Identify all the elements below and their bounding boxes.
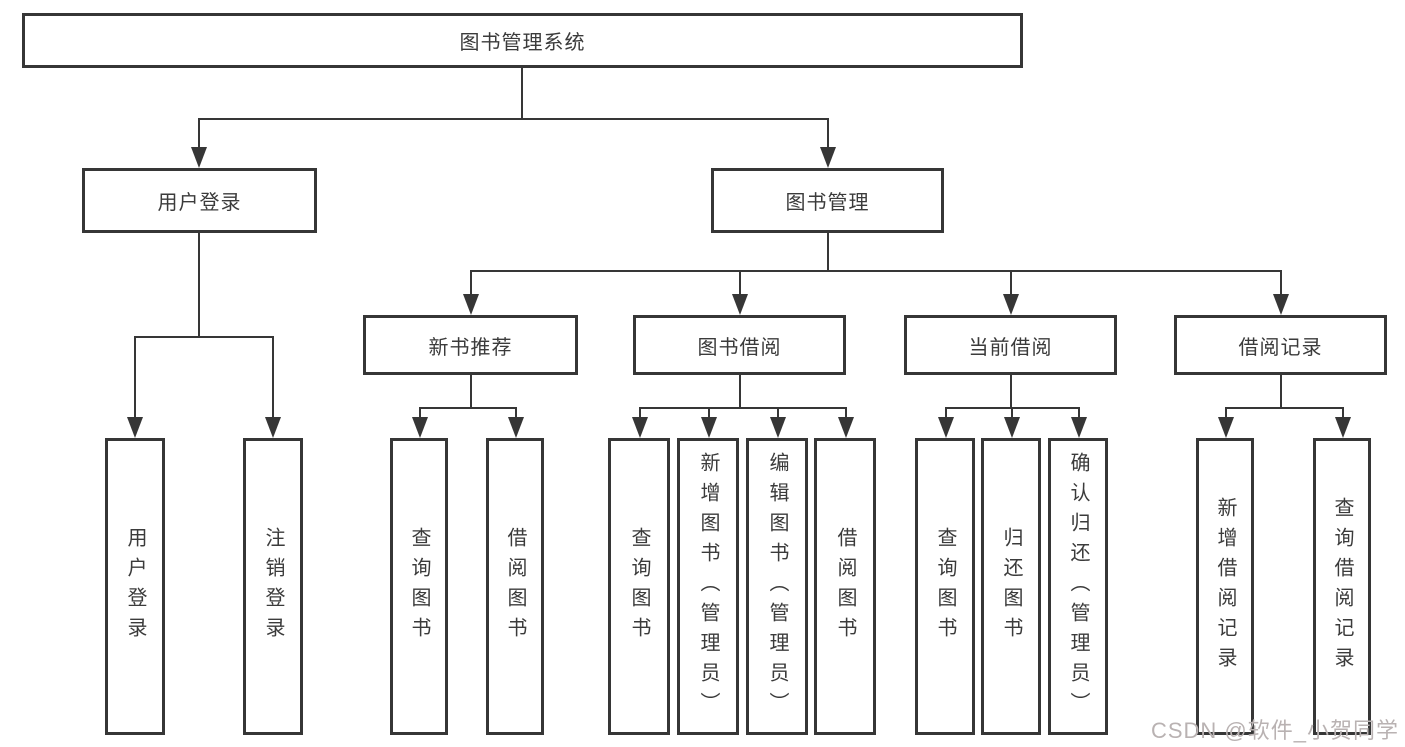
connector-line: [639, 407, 846, 409]
leaf-user-login-label: 用户登录: [124, 526, 146, 647]
arrow-down-icon: [265, 417, 281, 438]
connector-line: [777, 407, 779, 419]
connector-line: [515, 407, 517, 419]
connector-line: [1078, 407, 1080, 419]
node-borrow-records-label: 借阅记录: [1238, 336, 1323, 359]
leaf-query-book-current: 查询图书: [915, 438, 975, 735]
arrow-down-icon: [412, 417, 428, 438]
arrow-down-icon: [1335, 417, 1351, 438]
csdn-watermark: CSDN @软件_小贺同学: [1150, 718, 1399, 743]
node-user-login-label: 用户登录: [157, 192, 242, 214]
leaf-query-book-borrow: 查询图书: [608, 438, 670, 735]
connector-line: [198, 233, 200, 336]
connector-line: [1280, 270, 1282, 295]
leaf-logout-label: 注销登录: [262, 526, 284, 647]
leaf-logout: 注销登录: [243, 438, 303, 735]
leaf-edit-book-admin: 编辑图书（管理员）: [746, 438, 808, 735]
node-book-borrow-label: 图书借阅: [697, 336, 782, 359]
connector-line: [845, 407, 847, 419]
connector-line: [198, 118, 829, 120]
leaf-return-book-label: 归还图书: [1000, 526, 1022, 647]
leaf-borrow-book-recommend-label: 借阅图书: [504, 526, 526, 647]
arrow-down-icon: [508, 417, 524, 438]
connector-line: [945, 407, 947, 419]
connector-line: [739, 375, 741, 407]
leaf-return-book: 归还图书: [981, 438, 1041, 735]
node-current-borrow-label: 当前借阅: [968, 336, 1053, 359]
node-book-borrow: 图书借阅: [633, 315, 846, 375]
arrow-down-icon: [770, 417, 786, 438]
arrow-down-icon: [732, 294, 748, 315]
node-new-book-recommend-label: 新书推荐: [428, 336, 513, 359]
connector-line: [708, 407, 710, 419]
arrow-down-icon: [1004, 417, 1020, 438]
connector-line: [739, 270, 741, 295]
connector-line: [1280, 375, 1282, 407]
leaf-query-book-borrow-label: 查询图书: [628, 526, 650, 647]
leaf-query-book-recommend: 查询图书: [390, 438, 448, 735]
leaf-user-login: 用户登录: [105, 438, 165, 735]
connector-line: [134, 336, 136, 418]
node-current-borrow: 当前借阅: [904, 315, 1117, 375]
arrow-down-icon: [1218, 417, 1234, 438]
arrow-down-icon: [701, 417, 717, 438]
arrow-down-icon: [838, 417, 854, 438]
connector-line: [419, 407, 516, 409]
leaf-borrow-book-borrow-label: 借阅图书: [834, 526, 856, 647]
connector-line: [521, 68, 523, 118]
node-book-management: 图书管理: [711, 168, 944, 233]
connector-line: [419, 407, 421, 419]
connector-line: [470, 270, 472, 295]
leaf-confirm-return-admin-label: 确认归还（管理员）: [1067, 451, 1089, 722]
leaf-add-borrow-record: 新增借阅记录: [1196, 438, 1254, 735]
node-book-management-label: 图书管理: [785, 192, 870, 214]
leaf-borrow-book-recommend: 借阅图书: [486, 438, 544, 735]
connector-line: [470, 270, 1281, 272]
connector-line: [1225, 407, 1343, 409]
node-borrow-records: 借阅记录: [1174, 315, 1387, 375]
leaf-edit-book-admin-label: 编辑图书（管理员）: [766, 451, 788, 722]
node-user-login: 用户登录: [82, 168, 317, 233]
connector-line: [639, 407, 641, 419]
connector-line: [1010, 375, 1012, 407]
leaf-query-borrow-record: 查询借阅记录: [1313, 438, 1371, 735]
connector-line: [1010, 270, 1012, 295]
connector-line: [1011, 407, 1013, 419]
arrow-down-icon: [127, 417, 143, 438]
connector-line: [272, 336, 274, 418]
connector-line: [1225, 407, 1227, 419]
leaf-query-book-current-label: 查询图书: [934, 526, 956, 647]
arrow-down-icon: [820, 147, 836, 168]
arrow-down-icon: [1071, 417, 1087, 438]
arrow-down-icon: [632, 417, 648, 438]
arrow-down-icon: [1273, 294, 1289, 315]
leaf-borrow-book-borrow: 借阅图书: [814, 438, 876, 735]
arrow-down-icon: [1003, 294, 1019, 315]
leaf-add-book-admin-label: 新增图书（管理员）: [697, 451, 719, 722]
connector-line: [827, 118, 829, 150]
connector-line: [827, 233, 829, 270]
arrow-down-icon: [938, 417, 954, 438]
node-root-label: 图书管理系统: [459, 32, 586, 54]
leaf-query-borrow-record-label: 查询借阅记录: [1331, 496, 1353, 677]
node-new-book-recommend: 新书推荐: [363, 315, 578, 375]
connector-line: [470, 375, 472, 407]
leaf-add-borrow-record-label: 新增借阅记录: [1214, 496, 1236, 677]
arrow-down-icon: [191, 147, 207, 168]
connector-line: [134, 336, 273, 338]
leaf-query-book-recommend-label: 查询图书: [408, 526, 430, 647]
connector-line: [198, 118, 200, 150]
leaf-confirm-return-admin: 确认归还（管理员）: [1048, 438, 1108, 735]
leaf-add-book-admin: 新增图书（管理员）: [677, 438, 739, 735]
node-root: 图书管理系统: [22, 13, 1023, 68]
arrow-down-icon: [463, 294, 479, 315]
connector-line: [1342, 407, 1344, 419]
